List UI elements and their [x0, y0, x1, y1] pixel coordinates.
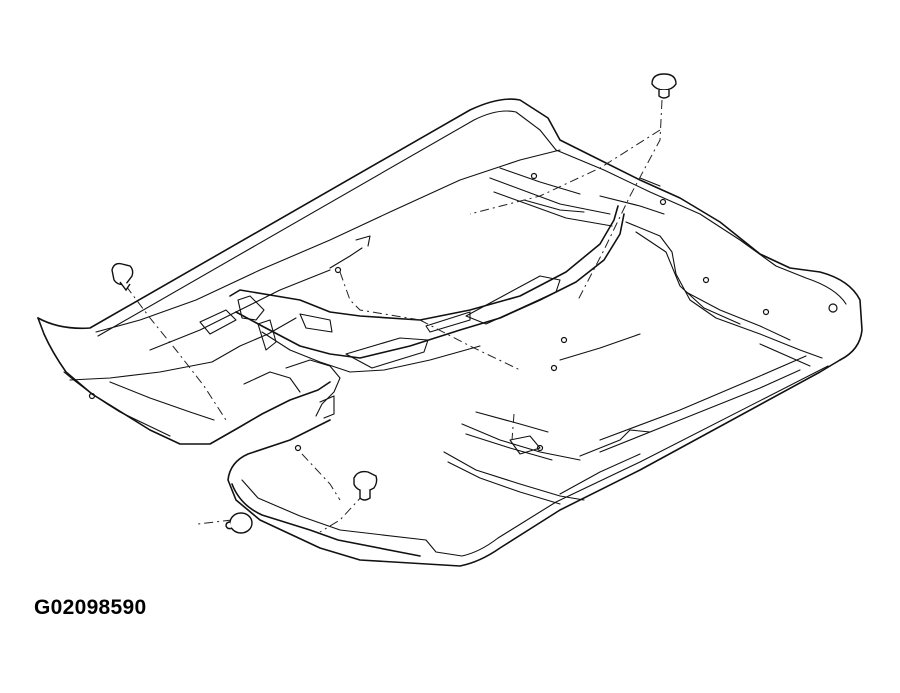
clip-top-right	[651, 73, 677, 99]
leader-lines	[125, 99, 663, 533]
floor-carpet-outline	[37, 98, 863, 567]
left-footwell	[63, 149, 561, 437]
clip-bottom-center	[353, 470, 378, 501]
right-footwell	[443, 333, 807, 505]
fastener-holes	[88, 172, 838, 452]
figure-code-label: G02098590	[34, 596, 147, 619]
center-tunnel	[229, 205, 625, 419]
rear-floor-area	[329, 167, 823, 367]
clip-bottom-left	[225, 512, 253, 534]
clip-left	[111, 262, 134, 292]
